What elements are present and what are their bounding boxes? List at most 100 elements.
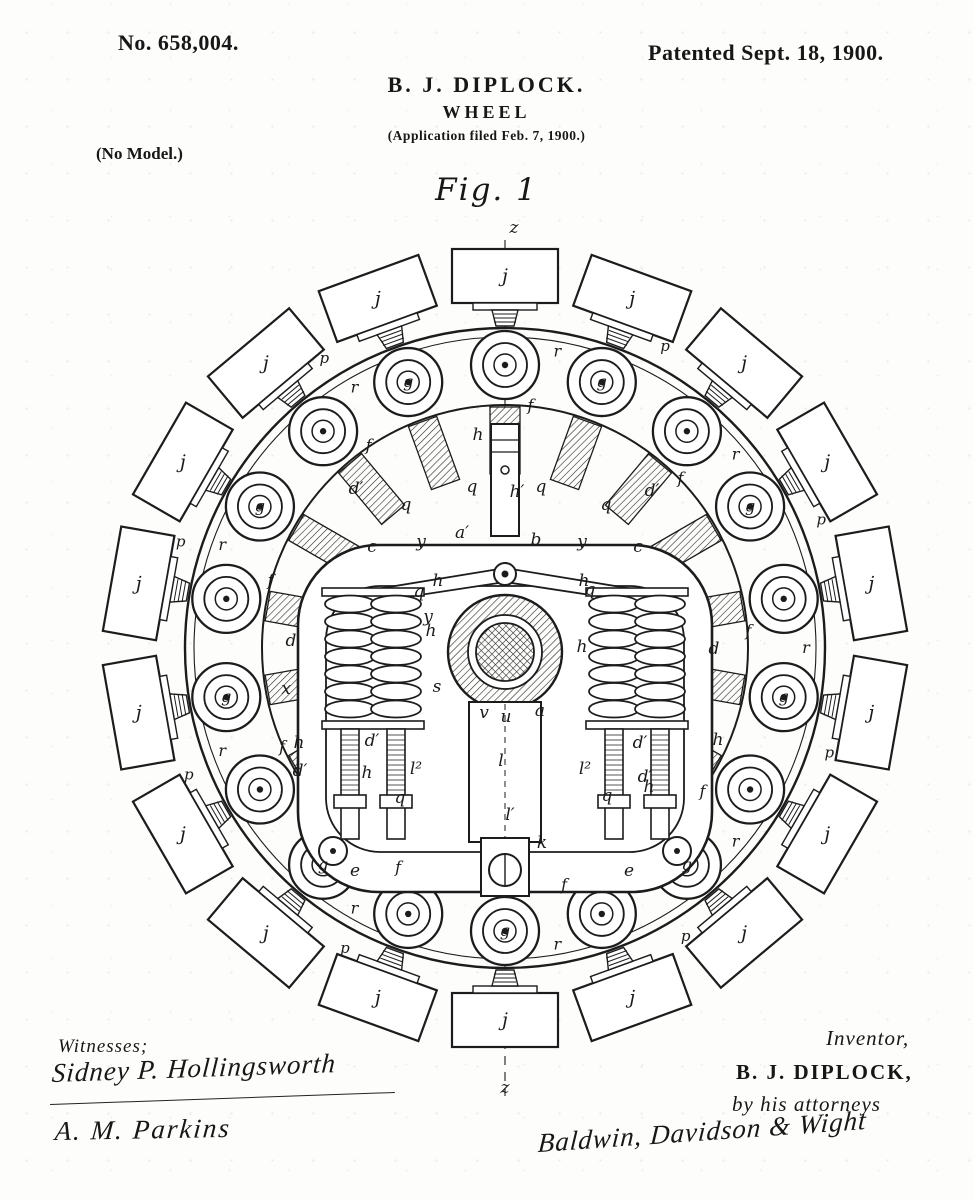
svg-text:y: y — [415, 532, 426, 552]
svg-text:z: z — [509, 218, 520, 238]
svg-text:u: u — [501, 707, 512, 727]
svg-text:z: z — [500, 1078, 511, 1098]
svg-text:q: q — [395, 788, 406, 808]
svg-text:r: r — [732, 831, 741, 850]
svg-text:r: r — [218, 535, 227, 554]
svg-text:d′: d′ — [645, 481, 660, 501]
svg-text:g: g — [318, 855, 328, 874]
svg-text:j: j — [176, 823, 186, 845]
svg-text:g: g — [745, 497, 755, 516]
svg-text:p: p — [184, 766, 194, 784]
svg-text:d′: d′ — [365, 731, 380, 751]
patent-number: No. 658,004. — [118, 30, 239, 55]
patent-date: Patented Sept. 18, 1900. — [648, 40, 884, 65]
witnesses-heading: Witnesses; — [58, 1036, 149, 1057]
svg-text:f: f — [365, 436, 375, 455]
svg-text:j: j — [498, 265, 508, 287]
svg-text:g: g — [255, 497, 265, 516]
svg-text:c: c — [633, 537, 643, 557]
svg-text:j: j — [737, 922, 747, 944]
svg-text:f: f — [560, 875, 570, 894]
svg-text:f: f — [266, 571, 276, 590]
svg-text:p: p — [681, 927, 691, 945]
svg-text:r: r — [802, 638, 811, 657]
svg-text:d′: d′ — [633, 733, 648, 753]
svg-text:y: y — [576, 532, 587, 552]
svg-text:g: g — [779, 687, 789, 706]
svg-text:d: d — [286, 631, 297, 651]
svg-text:f: f — [698, 781, 708, 800]
svg-text:f: f — [744, 621, 754, 640]
svg-text:r: r — [218, 741, 227, 760]
svg-text:g: g — [682, 855, 692, 874]
inventor-heading: Inventor, — [826, 1026, 910, 1050]
invention-title: WHEEL — [442, 102, 531, 122]
svg-text:b: b — [531, 530, 542, 550]
svg-text:j: j — [498, 1009, 508, 1031]
svg-text:j: j — [864, 572, 874, 594]
svg-text:s: s — [433, 677, 442, 697]
svg-text:h: h — [577, 637, 588, 657]
svg-text:r: r — [351, 377, 360, 396]
svg-text:p: p — [319, 349, 329, 367]
svg-text:p: p — [825, 743, 835, 761]
svg-text:j: j — [864, 702, 874, 724]
svg-text:l′: l′ — [505, 805, 514, 825]
svg-text:h: h — [433, 571, 444, 591]
svg-text:e: e — [350, 861, 360, 881]
svg-text:d′: d′ — [293, 761, 308, 781]
application-filed-line: (Application filed Feb. 7, 1900.) — [387, 128, 586, 143]
svg-text:r: r — [553, 342, 562, 361]
svg-text:j: j — [259, 922, 269, 944]
svg-text:v: v — [479, 703, 489, 723]
svg-text:q: q — [601, 495, 612, 515]
svg-text:q: q — [401, 495, 412, 515]
svg-text:h: h — [473, 425, 484, 445]
svg-text:f: f — [527, 395, 537, 414]
svg-text:j: j — [625, 987, 635, 1009]
svg-text:h: h — [713, 730, 724, 750]
svg-text:d: d — [709, 639, 720, 659]
svg-text:p: p — [340, 939, 350, 957]
svg-text:j: j — [625, 287, 635, 309]
svg-text:d′: d′ — [349, 479, 364, 499]
svg-text:h′: h′ — [510, 482, 525, 502]
svg-text:h: h — [426, 621, 437, 641]
svg-text:h: h — [362, 763, 373, 783]
svg-text:p: p — [176, 533, 186, 551]
svg-text:f: f — [394, 857, 404, 876]
svg-text:l²: l² — [410, 759, 422, 779]
svg-text:q: q — [467, 477, 478, 497]
attorneys-line: by his attorneys — [732, 1092, 881, 1116]
no-model-note: (No Model.) — [96, 144, 183, 163]
svg-text:a: a — [535, 701, 545, 721]
svg-text:j: j — [737, 352, 747, 374]
svg-text:r: r — [351, 899, 360, 918]
svg-text:f: f — [278, 737, 288, 756]
svg-text:e: e — [624, 861, 634, 881]
svg-text:q: q — [602, 786, 613, 806]
witness-signature-2: A. M. Parkins — [53, 1112, 233, 1147]
svg-text:j: j — [132, 572, 142, 594]
svg-text:q: q — [585, 580, 596, 600]
svg-text:l: l — [498, 751, 503, 771]
svg-text:j: j — [820, 451, 830, 473]
svg-text:x: x — [281, 679, 291, 699]
svg-text:j: j — [371, 987, 381, 1009]
svg-text:p: p — [816, 510, 826, 528]
svg-text:h: h — [644, 777, 655, 797]
svg-text:p: p — [660, 337, 670, 355]
svg-text:j: j — [176, 451, 186, 473]
svg-text:j: j — [132, 702, 142, 724]
svg-text:g: g — [221, 687, 231, 706]
svg-text:q: q — [414, 582, 425, 602]
svg-text:g: g — [500, 921, 510, 940]
svg-text:d′: d′ — [638, 767, 653, 787]
svg-text:h: h — [579, 571, 590, 591]
svg-text:a′: a′ — [455, 523, 469, 543]
svg-text:g: g — [597, 372, 607, 391]
svg-text:r: r — [553, 934, 562, 953]
svg-text:j: j — [259, 352, 269, 374]
